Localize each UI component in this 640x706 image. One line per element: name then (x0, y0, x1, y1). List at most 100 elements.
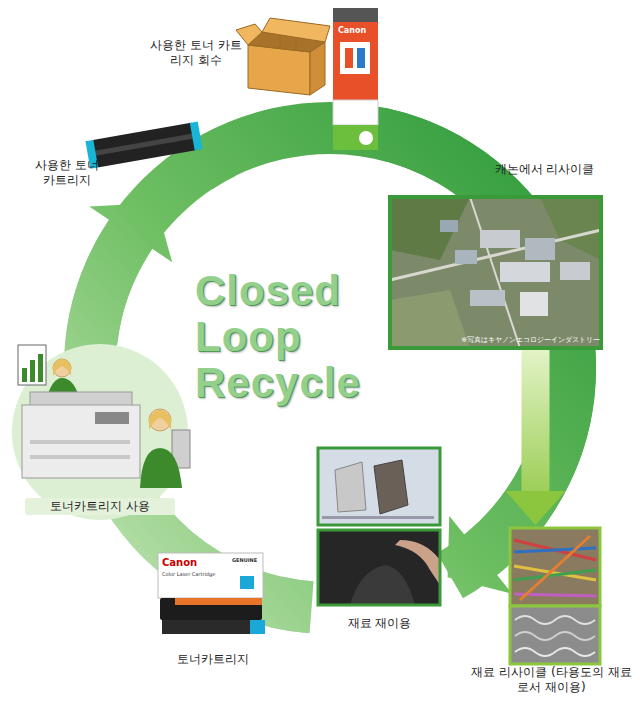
branch-shaft (522, 350, 550, 491)
factory-photo (525, 238, 555, 260)
stage-node: 사용한 토너 카트리지 (28, 108, 198, 203)
text-holder: 재료 재이용 (312, 616, 447, 631)
stage-label: 토너카트리지 사용 (25, 498, 175, 515)
used-cartridge (91, 122, 198, 168)
cardboard-box (248, 45, 310, 95)
text-holder: 사용한 토너 카트리지 (28, 158, 106, 188)
material-photos (318, 448, 440, 605)
stage-label: 캐논에서 리사이클 (486, 162, 603, 177)
material-photos (350, 565, 415, 605)
factory-photo (390, 290, 470, 348)
factory-photo (560, 262, 590, 280)
collection-box (357, 48, 365, 68)
stage-label: 재료 재이용 (312, 616, 447, 631)
used-cartridge (190, 121, 203, 150)
material-photos (318, 530, 440, 605)
office-scene (53, 359, 71, 376)
scrap-photos (510, 606, 600, 664)
material-photos (318, 530, 440, 605)
cartridge-package (158, 553, 263, 598)
scrap-photos (515, 648, 595, 656)
factory-photo (520, 292, 548, 316)
office-scene (22, 368, 27, 382)
used-cartridge (85, 121, 202, 168)
office-scene (149, 409, 171, 431)
cycle-arrow (89, 203, 172, 339)
stage-label: 토너카트리지 (150, 652, 275, 667)
cardboard-box (236, 18, 330, 95)
scrap-photos (520, 536, 590, 600)
office-scene (95, 412, 129, 424)
collection-box (359, 131, 373, 145)
material-photos (335, 462, 366, 512)
office-scene (30, 440, 130, 444)
office-scene (30, 455, 130, 459)
text-holder: 사용한 토너 카트리지 회수 (150, 38, 242, 68)
diagram-title: Closed Loop Recycle (195, 268, 410, 406)
cartridge-package (250, 620, 265, 634)
product-print: Color Laser Cartridge (162, 572, 215, 577)
collection-box (333, 8, 378, 150)
scrap-photos (510, 528, 600, 664)
cycle-arrow (381, 133, 450, 160)
material-photos (395, 540, 440, 585)
factory-photo (390, 197, 601, 348)
factory-photo (500, 262, 550, 282)
stage-label: 재료 리사이클 (타용도의 재료로서 재이용) (468, 665, 635, 695)
office-scene (149, 410, 171, 430)
collection-box (333, 100, 378, 125)
office-scene (18, 345, 46, 385)
collection-box (333, 8, 378, 22)
scrap-photos (515, 632, 595, 640)
stage-node: 재료 재이용 (312, 442, 447, 637)
factory-photo (470, 290, 505, 306)
product-print: GENUINE (232, 558, 257, 563)
ring-segment (92, 234, 131, 339)
stage-label: 사용한 토너 카트리지 회수 (150, 38, 242, 68)
collection-box (345, 48, 353, 68)
factory-photo (480, 230, 520, 248)
cycle-arrow (276, 602, 312, 608)
factory-photo (390, 197, 601, 348)
factory-photo (390, 197, 601, 348)
office-scene (12, 344, 190, 520)
text-holder: 토너카트리지 사용 (25, 498, 175, 515)
text-holder: 토너카트리지 (150, 652, 275, 667)
cycle-arrow (149, 525, 171, 547)
ring-segment (276, 602, 312, 608)
scrap-photos (514, 570, 596, 580)
scrap-photos (510, 606, 600, 664)
cartridge-package (175, 598, 262, 605)
product-print: Canon (338, 27, 366, 35)
cartridge-package (158, 553, 265, 634)
stage-label: 사용한 토너 카트리지 (28, 158, 106, 188)
office-scene (38, 354, 43, 382)
cardboard-box (280, 36, 281, 48)
material-photos (322, 516, 434, 519)
cardboard-box (296, 39, 297, 50)
office-scene (22, 405, 140, 478)
product-print: Canon (162, 558, 197, 568)
cartridge-package (162, 620, 265, 634)
ring-segment (481, 351, 570, 555)
cycle-arrow (198, 153, 224, 168)
scrap-photos (515, 616, 595, 624)
stage-node: 토너카트리지 사용 (10, 340, 190, 525)
scrap-photos (510, 528, 600, 606)
collection-box (333, 125, 378, 150)
stage-node: 재료 리사이클 (타용도의 재료로서 재이용) (468, 525, 635, 701)
factory-photo (455, 250, 477, 264)
arrow-head (448, 516, 512, 594)
collection-box (333, 22, 378, 100)
office-scene (12, 344, 188, 520)
cartridge-package (240, 576, 254, 589)
arrow-head (506, 491, 566, 525)
scrap-photos (514, 548, 596, 552)
ring-segment (149, 525, 171, 547)
office-scene (30, 360, 35, 382)
office-scene (140, 448, 182, 488)
office-scene (30, 392, 132, 406)
text-holder: 캐논에서 리사이클 (486, 162, 603, 177)
material-photos (374, 460, 408, 514)
